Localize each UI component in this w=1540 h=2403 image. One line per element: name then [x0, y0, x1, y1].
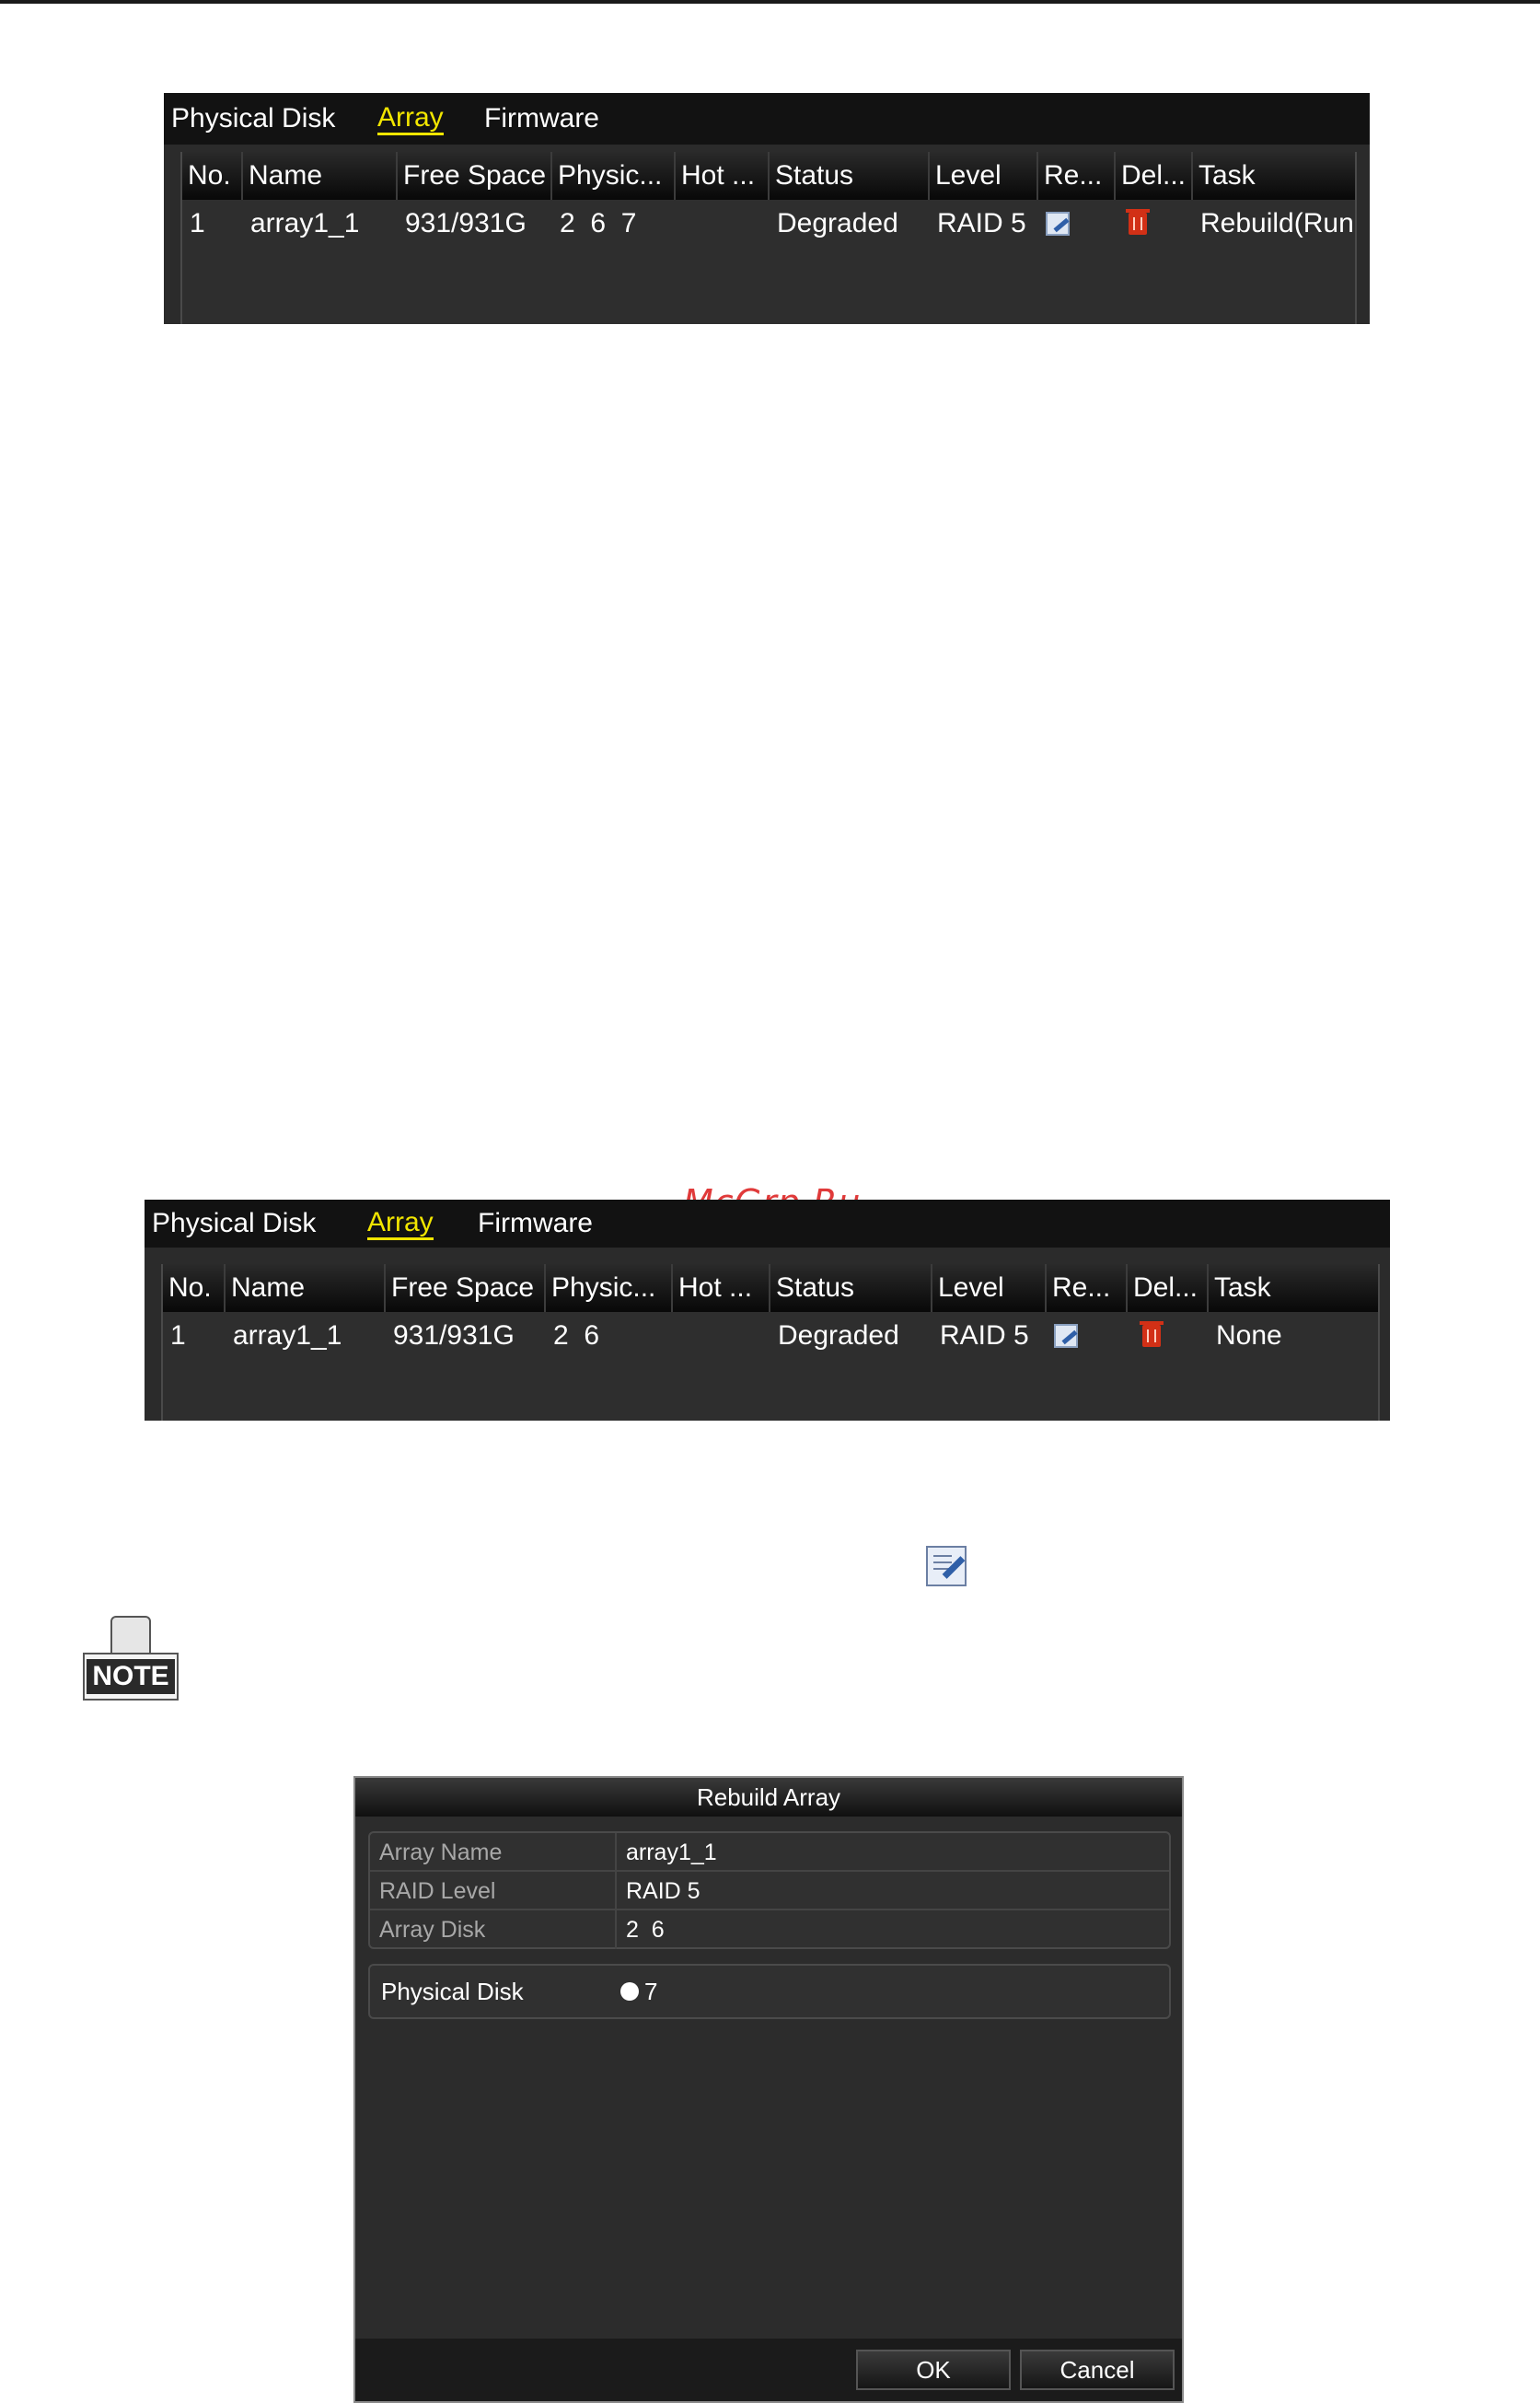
cell-no: 1	[190, 208, 205, 238]
info-label: Array Name	[379, 1839, 503, 1865]
col-hot-spare[interactable]: Hot ...	[673, 1264, 770, 1312]
col-task[interactable]: Task	[1198, 160, 1256, 191]
tab-bar: Physical Disk Array Firmware	[145, 1200, 1390, 1248]
col-free-space[interactable]: Free Space	[386, 1264, 546, 1312]
note-clip-icon	[110, 1616, 151, 1656]
tab-physical-disk[interactable]: Physical Disk	[152, 1208, 317, 1238]
cell-rebuild	[1038, 200, 1116, 248]
cell-no: 1	[170, 1320, 186, 1351]
page-top-rule	[0, 0, 1540, 4]
dialog-footer: OK Cancel	[355, 2339, 1182, 2401]
cell-task: None	[1216, 1320, 1282, 1351]
tab-array[interactable]: Array	[367, 1207, 434, 1240]
info-row-array-disk: Array Disk 2 6	[370, 1910, 1169, 1949]
col-free-space[interactable]: Free Space	[398, 152, 552, 200]
edit-icon[interactable]	[1046, 212, 1070, 236]
cell-delete	[1128, 1312, 1209, 1360]
cell-rebuild	[1047, 1312, 1128, 1360]
table-row[interactable]: 1 array1_1 931/931G 2 6 Degraded RAID 5 …	[163, 1312, 1378, 1360]
radio-selected-icon[interactable]	[620, 1982, 639, 2001]
col-name[interactable]: Name	[226, 1264, 386, 1312]
info-value: array1_1	[615, 1833, 1169, 1872]
col-no[interactable]: No.	[163, 1264, 226, 1312]
array-info-box: Array Name array1_1 RAID Level RAID 5 Ar…	[368, 1831, 1171, 1949]
table-row[interactable]: 1 array1_1 931/931G 2 6 7 Degraded RAID …	[182, 200, 1355, 248]
col-name[interactable]: Name	[243, 152, 398, 200]
cell-level: RAID 5	[940, 1320, 1029, 1351]
col-physical[interactable]: Physic...	[552, 152, 676, 200]
table-header: No. Name Free Space Physic... Hot ... St…	[163, 1264, 1378, 1312]
col-rebuild[interactable]: Re...	[1047, 1264, 1128, 1312]
physical-disk-option-label: 7	[644, 1977, 658, 2005]
array-panel-1: Physical Disk Array Firmware No. Name Fr…	[164, 93, 1370, 324]
cell-status: Degraded	[778, 1320, 899, 1351]
table-header: No. Name Free Space Physic... Hot ... St…	[182, 152, 1355, 200]
physical-disk-label: Physical Disk	[381, 1977, 524, 2005]
cell-free-space: 931/931G	[393, 1320, 515, 1351]
cell-physical: 2 6	[553, 1320, 600, 1351]
trash-icon[interactable]	[1126, 209, 1150, 235]
info-value: 2 6	[615, 1910, 1169, 1949]
info-row-raid-level: RAID Level RAID 5	[370, 1872, 1169, 1910]
col-status[interactable]: Status	[770, 152, 930, 200]
note-label: NOTE	[87, 1659, 175, 1694]
info-value: RAID 5	[615, 1872, 1169, 1910]
array-table: No. Name Free Space Physic... Hot ... St…	[161, 1264, 1380, 1421]
array-panel-2: Physical Disk Array Firmware No. Name Fr…	[145, 1200, 1390, 1421]
tab-array[interactable]: Array	[377, 102, 444, 135]
cell-task: Rebuild(Running)	[1200, 208, 1355, 238]
edit-icon	[926, 1546, 967, 1586]
note-badge: NOTE	[83, 1616, 179, 1701]
cell-free-space: 931/931G	[405, 208, 527, 238]
edit-icon[interactable]	[1054, 1324, 1078, 1348]
col-delete[interactable]: Del...	[1128, 1264, 1209, 1312]
ok-button[interactable]: OK	[856, 2350, 1011, 2390]
tab-physical-disk[interactable]: Physical Disk	[171, 103, 336, 134]
col-task[interactable]: Task	[1214, 1272, 1271, 1303]
col-hot-spare[interactable]: Hot ...	[676, 152, 770, 200]
info-row-array-name: Array Name array1_1	[370, 1833, 1169, 1872]
col-no[interactable]: No.	[182, 152, 243, 200]
tab-bar: Physical Disk Array Firmware	[164, 93, 1370, 145]
trash-icon[interactable]	[1140, 1321, 1164, 1347]
cell-hot-spare	[673, 1312, 770, 1360]
col-rebuild[interactable]: Re...	[1038, 152, 1116, 200]
cell-delete	[1116, 200, 1193, 248]
note-label-box: NOTE	[83, 1653, 179, 1701]
info-label: Array Disk	[379, 1916, 486, 1943]
cell-status: Degraded	[777, 208, 898, 238]
tab-firmware[interactable]: Firmware	[484, 103, 599, 134]
cell-physical: 2 6 7	[560, 208, 637, 238]
cancel-button[interactable]: Cancel	[1020, 2350, 1175, 2390]
col-physical[interactable]: Physic...	[546, 1264, 673, 1312]
col-level[interactable]: Level	[932, 1264, 1047, 1312]
info-label: RAID Level	[379, 1877, 496, 1904]
cell-hot-spare	[676, 200, 770, 248]
cell-name: array1_1	[233, 1320, 342, 1351]
physical-disk-box: Physical Disk 7	[368, 1964, 1171, 2019]
col-level[interactable]: Level	[930, 152, 1038, 200]
cell-level: RAID 5	[937, 208, 1026, 238]
rebuild-array-dialog: Rebuild Array Array Name array1_1 RAID L…	[353, 1776, 1184, 2403]
col-status[interactable]: Status	[770, 1264, 932, 1312]
dialog-title: Rebuild Array	[355, 1778, 1182, 1817]
cell-name: array1_1	[250, 208, 360, 238]
array-table: No. Name Free Space Physic... Hot ... St…	[180, 152, 1357, 324]
tab-firmware[interactable]: Firmware	[478, 1208, 593, 1238]
physical-disk-option[interactable]: 7	[620, 1966, 657, 2017]
col-delete[interactable]: Del...	[1116, 152, 1193, 200]
